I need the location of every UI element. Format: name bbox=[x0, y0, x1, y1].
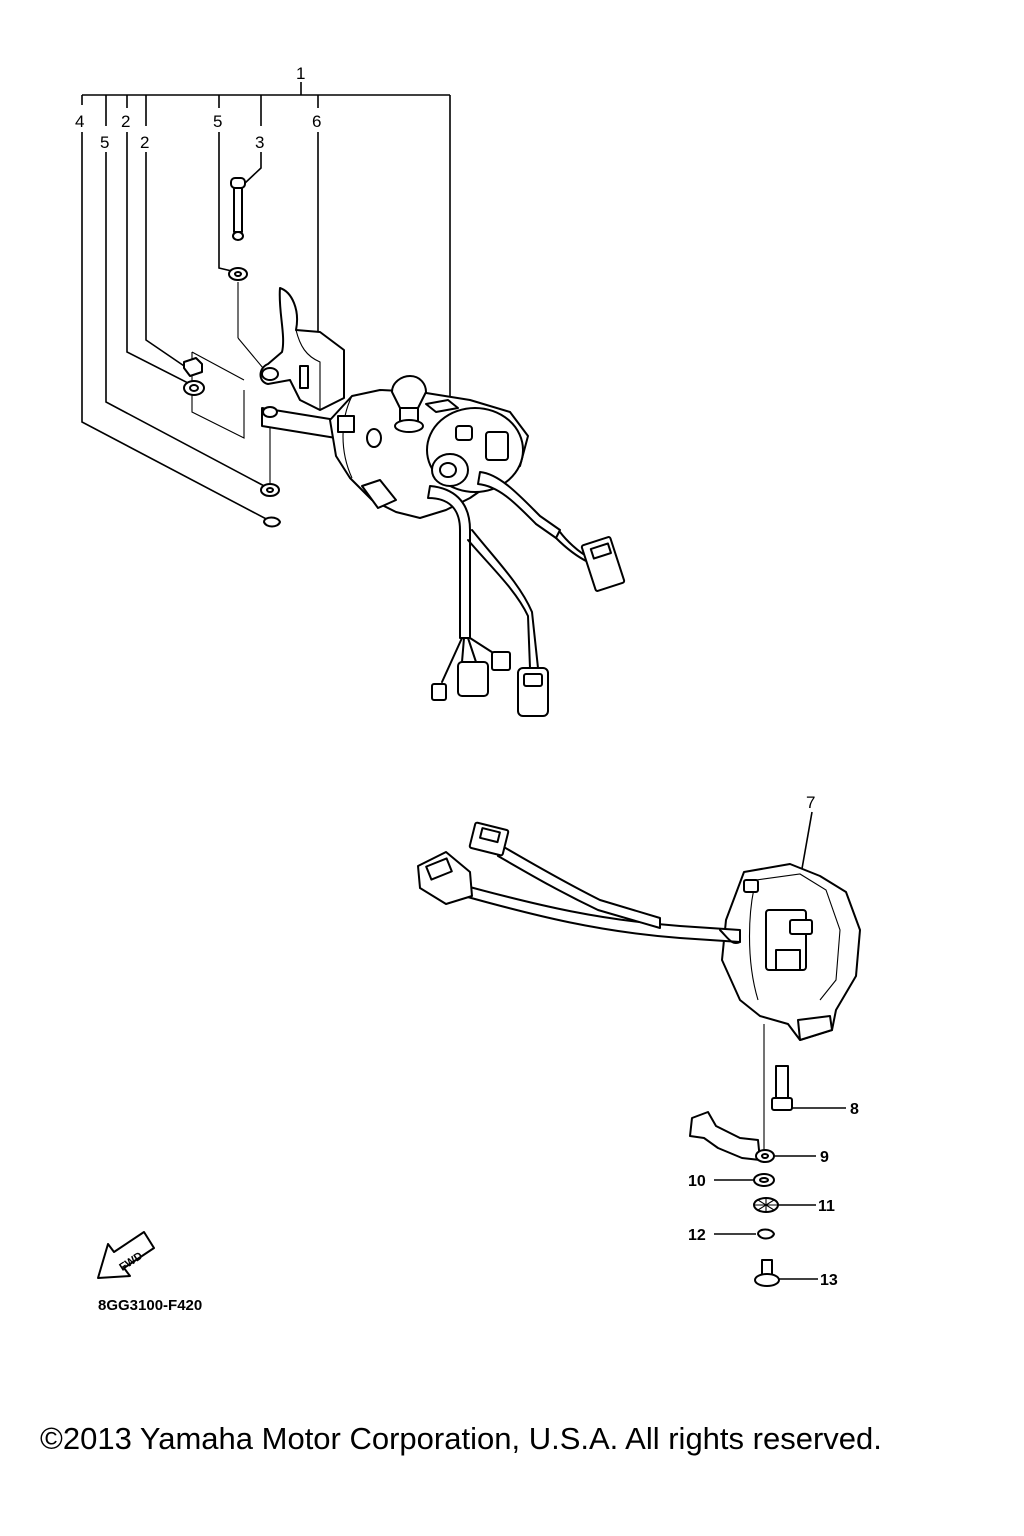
callout-10: 10 bbox=[688, 1173, 706, 1190]
screw-part bbox=[754, 1259, 780, 1287]
callout-9: 9 bbox=[820, 1149, 829, 1166]
diagram-code: 8GG3100-F420 bbox=[98, 1297, 202, 1314]
wire-harness-bottom bbox=[417, 821, 741, 944]
fwd-arrow-icon: FWD bbox=[97, 1231, 155, 1279]
callout-8: 8 bbox=[850, 1101, 859, 1118]
callout-5: 5 bbox=[100, 133, 109, 152]
callout-2: 2 bbox=[140, 133, 149, 152]
left-switch-housing-part bbox=[329, 375, 529, 519]
callout-3: 3 bbox=[255, 133, 264, 152]
callout-labels-top: 1 4 5 2 2 5 3 6 bbox=[75, 64, 321, 152]
callout-13: 13 bbox=[820, 1272, 838, 1289]
leader-lines-top bbox=[81, 82, 451, 523]
nut-parts bbox=[183, 357, 205, 396]
spring-washer-part bbox=[757, 1228, 775, 1240]
callout-2: 2 bbox=[121, 112, 130, 131]
clip-part bbox=[263, 516, 281, 528]
callout-4: 4 bbox=[75, 112, 84, 131]
callout-6: 6 bbox=[312, 112, 321, 131]
pin-part bbox=[230, 177, 246, 241]
callout-11: 11 bbox=[818, 1198, 835, 1215]
lock-washer-part bbox=[753, 1197, 779, 1213]
wire-harness-top bbox=[427, 471, 626, 717]
callout-1: 1 bbox=[296, 64, 305, 83]
callout-7: 7 bbox=[806, 793, 815, 812]
callout-labels-bottom: 7 8 9 10 11 12 13 bbox=[688, 793, 859, 1289]
right-switch-housing-part bbox=[721, 863, 861, 1041]
throttle-lever-part bbox=[259, 287, 345, 411]
bolt-part bbox=[771, 1065, 793, 1111]
callout-12: 12 bbox=[688, 1227, 706, 1244]
bracket-part bbox=[689, 1111, 775, 1163]
copyright-notice: ©2013 Yamaha Motor Corporation, U.S.A. A… bbox=[40, 1421, 882, 1456]
callout-5: 5 bbox=[213, 112, 222, 131]
